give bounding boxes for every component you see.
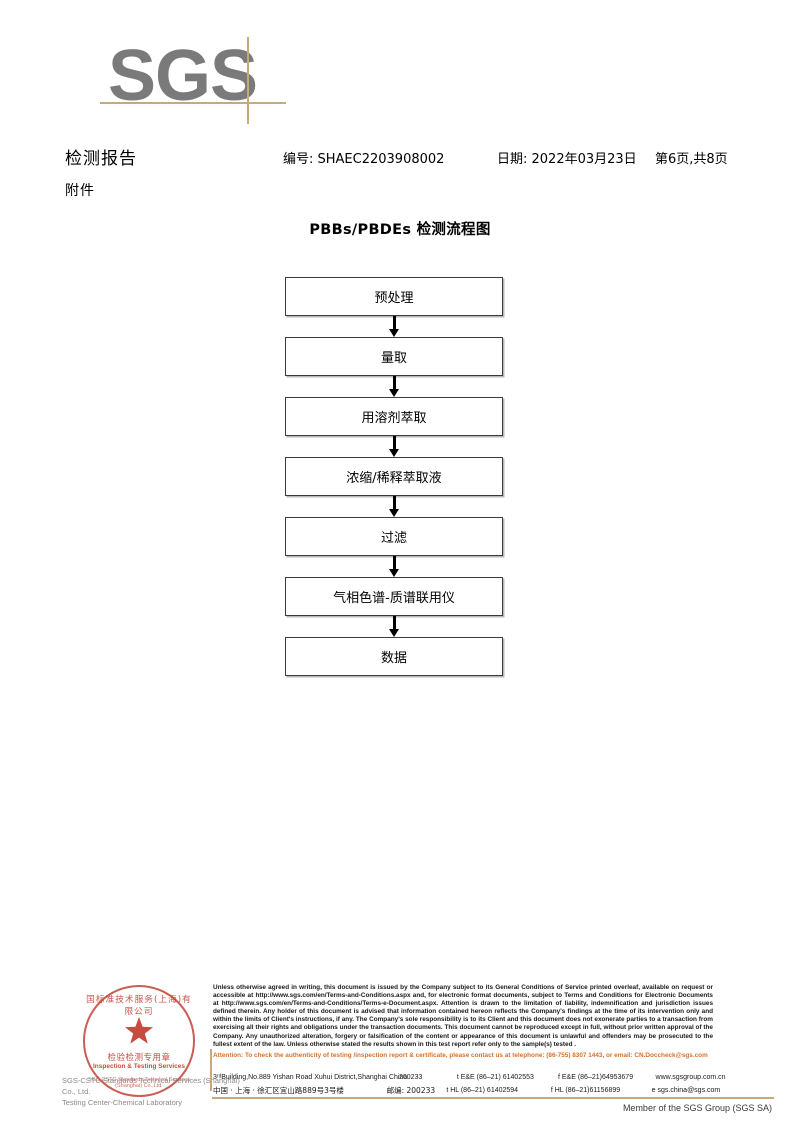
flow-arrow-3 [285,436,503,457]
flow-arrow-2 [285,376,503,397]
flow-box-label: 数据 [285,637,503,676]
stamp-center-en-text: Inspection & Testing Services [93,1063,185,1070]
flow-step-7: 数据 [285,637,503,676]
arrow-head-icon [388,509,399,517]
phone-cn-2: f HL (86–21)61156899 [550,1087,621,1094]
flow-step-3: 用溶剂萃取 [285,397,503,436]
arrow-shaft [392,436,396,451]
legal-disclaimer-text: Unless otherwise agreed in writing, this… [213,984,713,1048]
flow-step-2: 量取 [285,337,503,376]
logo-vertical-rule [247,37,249,124]
flowchart-title: PBBs/PBDEs 检测流程图 [309,222,491,238]
address-row-en: 3ʳᵈBuilding,No.889 Yishan Road Xuhui Dis… [213,1071,773,1084]
stamp-ring [83,985,195,1097]
report-number: 编号: SHAEC2203908002 [283,152,445,167]
flow-arrow-5 [285,556,503,577]
postcode-cn: 邮编: 200233 [386,1086,436,1095]
phone-cn-1: t HL (86–21) 61402594 [446,1087,519,1094]
flow-box-label: 过滤 [285,517,503,556]
attachment-label: 附件 [65,183,95,199]
arrow-shaft [392,376,396,391]
address-row-cn: 中国 · 上海 · 徐汇区宜山路889号3号楼 邮编: 200233 t HL … [213,1084,773,1097]
address-cn: 中国 · 上海 · 徐汇区宜山路889号3号楼 [213,1086,344,1095]
flow-arrow-4 [285,496,503,517]
company-name-block: SGS-CSTC Standards Technical Services (S… [62,1075,242,1108]
logo-wordmark: SGS [108,36,258,116]
address-en: 3ʳᵈBuilding,No.889 Yishan Road Xuhui Dis… [213,1074,408,1081]
website-link[interactable]: www.sgsgroup.com.cn [655,1074,726,1081]
stamp-center-cn-text: 检验检测专用章 [107,1053,171,1063]
arrow-shaft [392,316,396,331]
flowchart: 预处理 量取 用溶剂萃取 浓缩/稀释萃取液 过滤 气相色谱-质谱联用仪 数据 [285,277,503,676]
flow-box-label: 气相色谱-质谱联用仪 [285,577,503,616]
official-seal-stamp: 国标准技术服务(上海)有限公司 检验检测专用章 Inspection & Tes… [83,985,195,1097]
flow-step-1: 预处理 [285,277,503,316]
star-icon [124,1016,154,1046]
page-title: 检测报告 [65,149,137,169]
arrow-shaft [392,556,396,571]
logo-horizontal-rule [100,102,286,104]
sgs-group-member-text: Member of the SGS Group (SGS SA) [622,1103,772,1113]
flow-box-label: 量取 [285,337,503,376]
flow-step-5: 过滤 [285,517,503,556]
company-name-line2: Testing Center-Chemical Laboratory [62,1098,183,1107]
flow-box-label: 用溶剂萃取 [285,397,503,436]
document-header: 检测报告 附件 编号: SHAEC2203908002 日期: 2022年03月… [0,140,800,206]
address-contact-block: 3ʳᵈBuilding,No.889 Yishan Road Xuhui Dis… [213,1071,773,1097]
footer-vertical-divider [210,1049,212,1091]
arrow-shaft [392,496,396,511]
flow-box-label: 浓缩/稀释萃取液 [285,457,503,496]
report-date: 日期: 2022年03月23日 [497,152,637,167]
arrow-head-icon [388,629,399,637]
document-footer: 国标准技术服务(上海)有限公司 检验检测专用章 Inspection & Tes… [0,975,800,1131]
phone-en-1: t E&E (86–21) 61402553 [456,1074,534,1081]
flow-arrow-1 [285,316,503,337]
flow-step-4: 浓缩/稀释萃取液 [285,457,503,496]
postcode-en: 200233 [399,1074,423,1081]
arrow-head-icon [388,329,399,337]
arrow-head-icon [388,389,399,397]
company-name-line1: SGS-CSTC Standards Technical Services (S… [62,1076,240,1096]
page-indicator: 第6页,共8页 [655,152,728,167]
stamp-arc-bottom-text: SGS-CSTC Standards Technical Services (S… [88,1077,190,1089]
stamp-arc-top-text: 国标准技术服务(上海)有限公司 [86,995,192,1017]
arrow-head-icon [388,569,399,577]
email-link[interactable]: e sgs.china@sgs.com [651,1087,721,1094]
flow-box-label: 预处理 [285,277,503,316]
flow-step-6: 气相色谱-质谱联用仪 [285,577,503,616]
phone-en-2: f E&E (86–21)64953679 [557,1074,634,1081]
flow-arrow-6 [285,616,503,637]
arrow-head-icon [388,449,399,457]
attention-notice-text: Attention: To check the authenticity of … [213,1052,708,1059]
sgs-logo: SGS [100,36,293,128]
footer-horizontal-rule [212,1097,774,1099]
arrow-shaft [392,616,396,631]
